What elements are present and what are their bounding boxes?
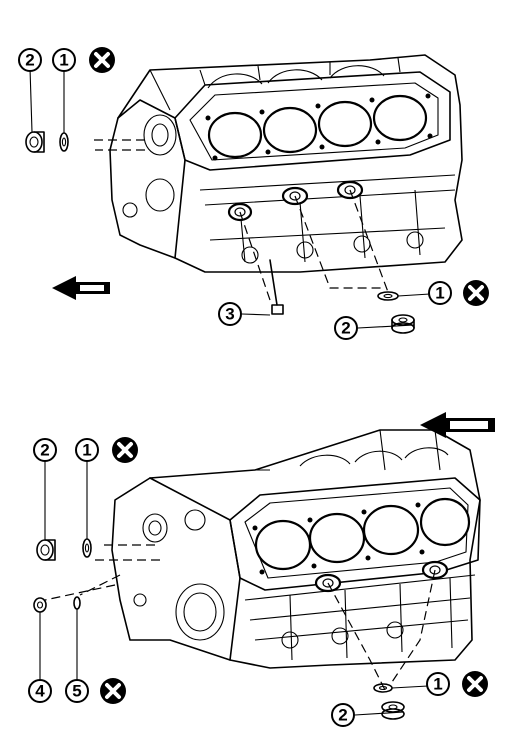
lower-cylinder-block-view — [44, 429, 481, 691]
callout-top-bolt: 3 — [218, 302, 242, 326]
svg-text:5: 5 — [72, 682, 81, 701]
lower-left-gasket — [82, 538, 92, 558]
non-reusable-x-icon — [89, 47, 115, 73]
lower-left-oil-plug — [36, 539, 56, 561]
upper-bottom-gasket — [377, 291, 399, 301]
callout-bottom-oil-plug: 2 — [33, 438, 57, 462]
callout-bottom-gasket: 1 — [75, 438, 99, 462]
upper-left-gasket — [59, 132, 69, 152]
svg-text:1: 1 — [435, 284, 444, 303]
upper-bottom-plug — [391, 314, 415, 334]
upper-left-oil-plug — [25, 131, 45, 153]
lower-small-leaders — [39, 609, 78, 680]
front-direction-arrow-icon — [420, 412, 495, 438]
svg-text:1: 1 — [59, 51, 68, 70]
svg-text:1: 1 — [433, 675, 442, 694]
lower-small-plug — [33, 597, 47, 613]
non-reusable-x-icon — [463, 280, 489, 306]
callout-top-bottom-plug: 2 — [334, 316, 358, 340]
callout-bottom-right-gasket: 1 — [426, 672, 450, 696]
non-reusable-x-icon — [100, 678, 126, 704]
callout-top-oil-plug: 2 — [18, 48, 42, 72]
callout-bottom-right-plug: 2 — [331, 703, 355, 727]
upper-bolt — [269, 259, 284, 315]
lower-right-plug — [381, 701, 405, 720]
svg-text:2: 2 — [341, 319, 350, 338]
svg-text:2: 2 — [338, 706, 347, 725]
svg-text:2: 2 — [40, 441, 49, 460]
callout-top-bottom-gasket: 1 — [428, 281, 452, 305]
callout-bottom-gasket-small: 5 — [65, 679, 89, 703]
non-reusable-x-icon — [462, 671, 488, 697]
lower-right-leaders — [354, 685, 429, 716]
callout-bottom-plug-small: 4 — [28, 679, 52, 703]
callout-top-gasket: 1 — [52, 48, 76, 72]
svg-text:2: 2 — [25, 51, 34, 70]
upper-left-leaders — [29, 67, 65, 133]
non-reusable-x-icon — [112, 437, 138, 463]
upper-bottom-leaders — [241, 293, 431, 329]
lower-small-gasket — [73, 596, 81, 610]
svg-text:4: 4 — [35, 682, 45, 701]
upper-cylinder-block-view — [90, 54, 463, 301]
svg-text:3: 3 — [225, 305, 234, 324]
lower-left-leaders — [44, 461, 88, 540]
svg-text:1: 1 — [82, 441, 91, 460]
front-direction-arrow-icon — [52, 276, 110, 300]
